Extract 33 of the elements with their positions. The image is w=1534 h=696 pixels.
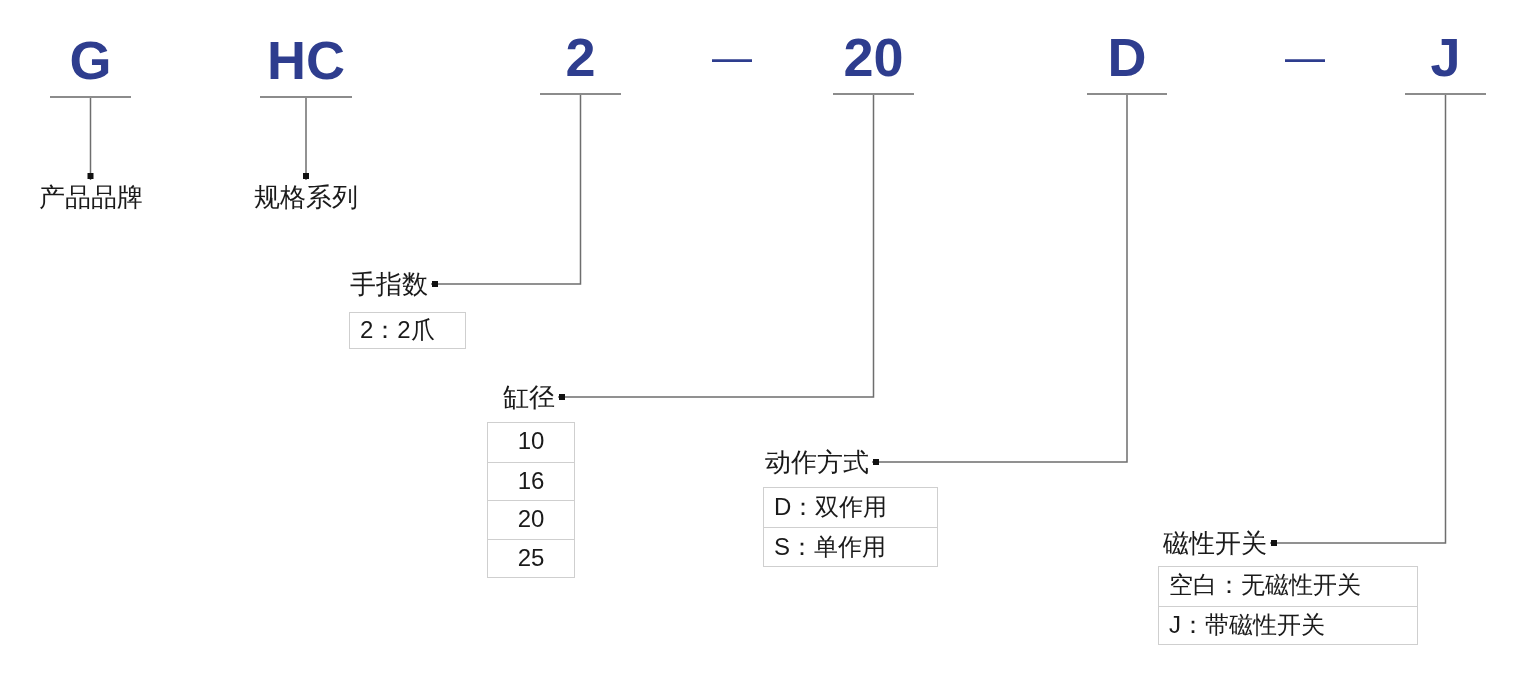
separator-dash: — xyxy=(1285,37,1325,77)
option-table xyxy=(1158,566,1418,645)
field-label: 缸径 xyxy=(503,381,555,413)
option-row: J：带磁性开关 xyxy=(1159,605,1417,644)
option-row: 16 xyxy=(488,461,574,500)
option-row-text: 10 xyxy=(516,426,546,456)
option-table xyxy=(487,422,575,578)
code-segment: 20 xyxy=(833,27,914,95)
option-row-text: 空白：无磁性开关 xyxy=(1168,570,1362,600)
code-segment: 2 xyxy=(540,27,621,95)
leader-line xyxy=(871,94,1128,465)
leader-line xyxy=(557,94,875,400)
field-label: 磁性开关 xyxy=(1163,527,1267,559)
option-row: 25 xyxy=(488,538,574,577)
leader-line xyxy=(1269,94,1447,546)
code-segment: D xyxy=(1087,27,1167,95)
option-table xyxy=(763,487,938,567)
option-table xyxy=(349,312,466,349)
option-row-text: D：双作用 xyxy=(773,492,889,522)
field-label: 动作方式 xyxy=(765,446,869,478)
field-label: 手指数 xyxy=(350,268,428,300)
code-segment: G xyxy=(50,30,131,98)
code-segment: J xyxy=(1405,27,1486,95)
field-label: 产品品牌 xyxy=(39,181,143,213)
code-segment: HC xyxy=(260,30,352,98)
leader-line xyxy=(430,94,582,287)
separator-dash: — xyxy=(712,37,752,77)
option-row-text: 2：2爪 xyxy=(359,315,436,345)
leader-line xyxy=(303,97,309,181)
option-row: 20 xyxy=(488,500,574,539)
leader-line xyxy=(87,97,94,181)
option-row: S：单作用 xyxy=(764,527,937,566)
field-label: 规格系列 xyxy=(254,181,358,213)
